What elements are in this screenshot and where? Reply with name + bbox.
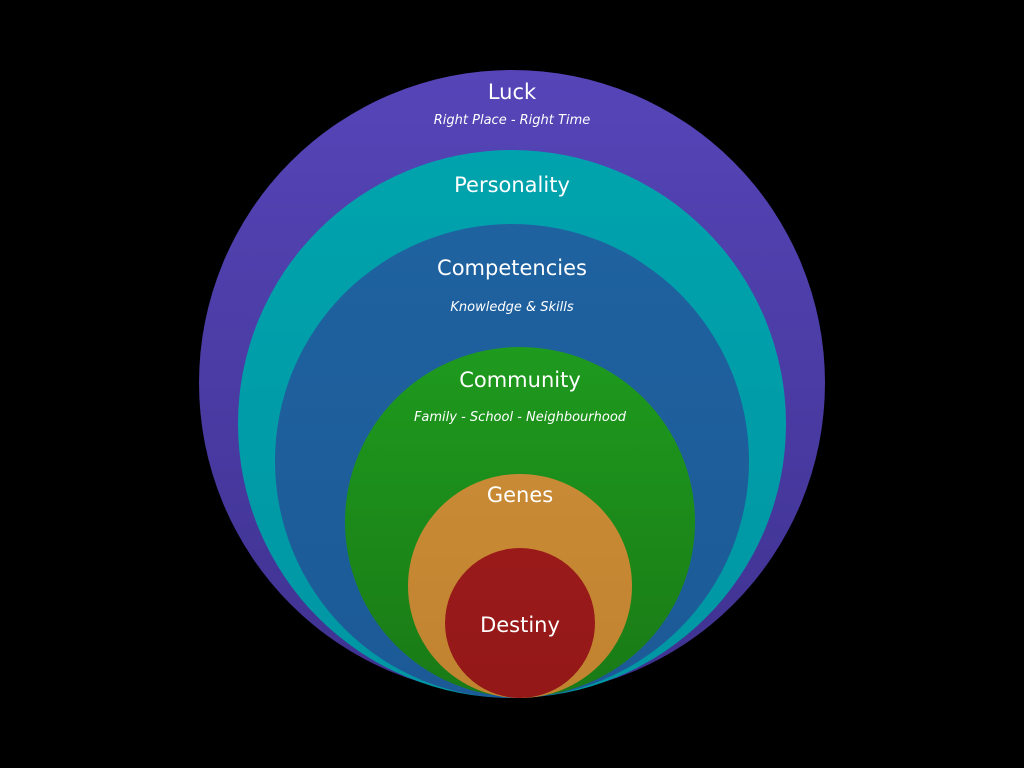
subtitle-community: Family - School - Neighbourhood xyxy=(414,410,627,425)
label-destiny: Destiny xyxy=(480,613,560,637)
label-competencies: Competencies xyxy=(437,256,587,280)
label-luck: Luck xyxy=(488,80,537,104)
subtitle-competencies: Knowledge & Skills xyxy=(450,300,573,315)
label-genes: Genes xyxy=(487,483,553,507)
circle-destiny xyxy=(445,548,595,698)
subtitle-luck: Right Place - Right Time xyxy=(434,113,590,128)
label-personality: Personality xyxy=(454,173,570,197)
label-community: Community xyxy=(459,368,581,392)
